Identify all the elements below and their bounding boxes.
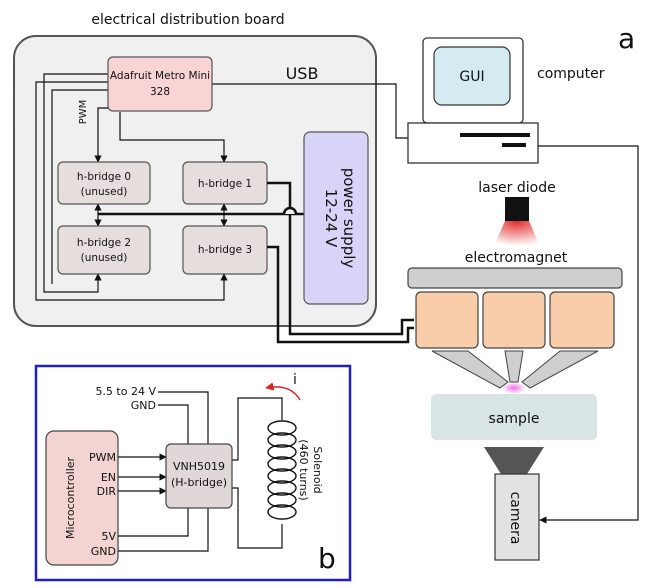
solenoid-coil — [267, 420, 297, 520]
chip-label-2: (H-bridge) — [171, 476, 227, 489]
controller-label-2: 328 — [150, 86, 170, 98]
computer: GUI computer — [407, 37, 605, 164]
laser-label: laser diode — [478, 180, 555, 196]
solenoid-label-2: (460 turns) — [297, 439, 310, 500]
panel-a: a electrical distribution board Adaf — [13, 12, 639, 561]
laser-diode — [505, 197, 529, 221]
current-arrow — [265, 382, 301, 401]
power-supply-label-1: power supply — [340, 168, 358, 269]
hbridge-2-label-2: (unused) — [81, 252, 128, 264]
hbridge-3-box — [182, 225, 268, 275]
usb-label: USB — [286, 64, 319, 83]
camera-label: camera — [507, 492, 523, 545]
panel-b: b Microcontroller PWM EN DIR 5V GND 5.5 … — [34, 364, 352, 582]
coil-center — [482, 291, 546, 349]
pole-right — [521, 350, 599, 389]
power-supply-label-2: 12-24 V — [322, 189, 340, 248]
camera-lens — [484, 447, 544, 474]
vnh5019-chip — [165, 443, 233, 509]
magnet-yoke — [407, 267, 623, 289]
pole-left — [431, 350, 509, 389]
gnd-label: GND — [131, 399, 156, 412]
controller-label-1: Adafruit Metro Mini — [110, 70, 210, 82]
pin-5v: 5V — [101, 530, 116, 543]
panel-a-letter: a — [618, 22, 635, 55]
hbridge-0-label-1: h-bridge 0 — [77, 171, 131, 183]
camera-cable — [538, 145, 639, 524]
solenoid-label-1: Solenoid — [311, 446, 324, 493]
coil-right — [549, 291, 615, 349]
hbridge-3-label: h-bridge 3 — [198, 244, 252, 256]
pin-dir: DIR — [97, 485, 117, 498]
board-wiring — [35, 73, 408, 301]
hbridge-2-label-1: h-bridge 2 — [77, 237, 131, 249]
hbridge-1-label: h-bridge 1 — [198, 178, 252, 190]
camera-body — [494, 473, 540, 561]
wire-crossover — [282, 206, 298, 215]
microcontroller-box — [45, 430, 119, 566]
hbridge-2-box — [57, 225, 151, 275]
focus-spot — [502, 382, 526, 394]
sample-box — [431, 394, 597, 440]
panel-b-letter: b — [318, 542, 336, 575]
sample-label: sample — [489, 411, 540, 427]
pwm-label: PWM — [78, 100, 89, 125]
current-label: i — [293, 372, 297, 388]
power-supply-box — [303, 131, 369, 305]
supply-label: 5.5 to 24 V — [95, 385, 156, 398]
laser-beam — [494, 221, 540, 246]
chip-label-1: VNH5019 — [173, 460, 225, 473]
hbridge-0-box — [57, 161, 151, 205]
pin-gnd: GND — [91, 545, 116, 558]
pin-en: EN — [101, 471, 116, 484]
pin-pwm: PWM — [89, 451, 116, 464]
coil-left — [415, 291, 479, 349]
board-title: electrical distribution board — [91, 12, 284, 28]
drive-lines — [267, 181, 414, 344]
computer-label: computer — [537, 66, 605, 82]
gui-label: GUI — [459, 69, 484, 85]
panel-b-wiring — [118, 391, 283, 552]
hbridge-0-label-2: (unused) — [81, 186, 128, 198]
microcontroller-label: Microcontroller — [64, 456, 77, 539]
pole-center — [504, 350, 524, 383]
controller-box — [107, 56, 213, 112]
gui-screen — [433, 46, 511, 106]
electromagnet-label: electromagnet — [465, 250, 568, 266]
